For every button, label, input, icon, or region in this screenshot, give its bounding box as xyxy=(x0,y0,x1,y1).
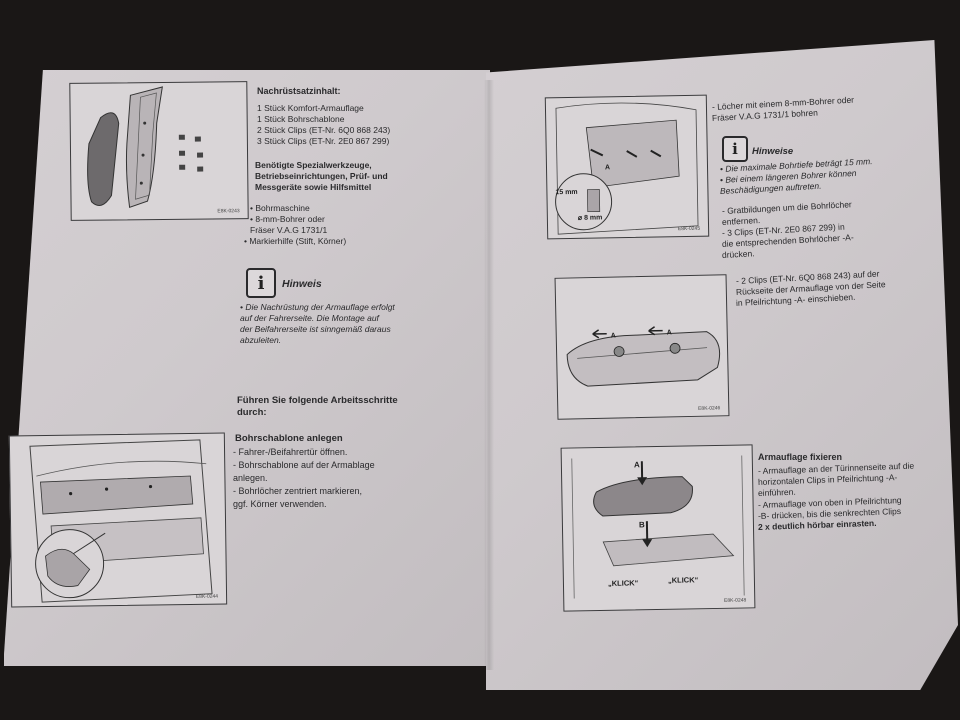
info-icon: i xyxy=(722,136,748,162)
info-icon: i xyxy=(246,268,276,298)
drill-item: ggf. Körner verwenden. xyxy=(233,499,327,509)
hinweis-title: Hinweis xyxy=(282,278,322,290)
figure-code: E8K-0243 xyxy=(217,208,240,215)
figure-code: E8K-0244 xyxy=(195,593,219,600)
depth-label: 15 mm xyxy=(555,189,577,196)
figure-code: E8K-0245 xyxy=(677,225,701,233)
figure-code: E8K-0248 xyxy=(723,597,747,604)
hinweise-title: Hinweise xyxy=(752,146,794,157)
fix-item: einführen. xyxy=(757,486,796,498)
page-fold xyxy=(484,80,494,670)
hinweis-text: abzuleiten. xyxy=(240,335,282,345)
drill-item: - Fahrer-/Beifahrertür öffnen. xyxy=(233,447,348,457)
tools-heading: Benötigte Spezialwerkzeuge, xyxy=(255,160,372,170)
drill-item: - Bohrlöcher zentriert markieren, xyxy=(233,486,363,496)
kit-contents-figure: E8K-0243 xyxy=(69,81,249,221)
drill-holes-figure: 15 mm ⌀ 8 mm A E8K-0245 xyxy=(544,94,710,240)
fix-armrest-figure: A B „KLICK“ „KLICK“ E8K-0248 xyxy=(560,444,756,612)
tools-heading: Messgeräte sowie Hilfsmittel xyxy=(255,182,372,192)
fix-heading: Armauflage fixieren xyxy=(758,452,843,462)
kit-item: 3 Stück Clips (ET-Nr. 2E0 867 299) xyxy=(257,136,390,146)
kit-illustration xyxy=(87,86,204,208)
drill-item: anlegen. xyxy=(233,473,268,483)
arrow-label: A xyxy=(667,329,672,336)
fix-armrest-illustration: A B „KLICK“ „KLICK“ xyxy=(571,455,745,599)
deburr-item: drücken. xyxy=(721,248,755,260)
clips-figure: A A E8K-0246 xyxy=(554,274,730,420)
arrow-label: A xyxy=(605,164,610,171)
armrest-back-illustration: A A xyxy=(566,326,721,387)
hinweis-text: • Die Nachrüstung der Armauflage erfolgt xyxy=(240,302,395,312)
hinweis-text: auf der Fahrerseite. Die Montage auf xyxy=(240,313,379,323)
drill-item: - Bohrschablone auf der Armablage xyxy=(233,460,375,470)
door-drill-illustration xyxy=(29,439,213,603)
hinweis-text: der Beifahrerseite ist sinngemäß daraus xyxy=(240,324,391,334)
arrow-label: A xyxy=(611,333,616,340)
diameter-label: ⌀ 8 mm xyxy=(578,214,603,221)
kit-heading: Nachrüstsatzinhalt: xyxy=(257,86,341,96)
kit-item: 2 Stück Clips (ET-Nr. 6Q0 868 243) xyxy=(257,125,391,135)
drill-heading: Bohrschablone anlegen xyxy=(235,433,343,444)
steps-heading: Führen Sie folgende Arbeitsschritte xyxy=(237,395,398,406)
tools-item: • Markierhilfe (Stift, Körner) xyxy=(244,236,347,246)
klick-label: „KLICK“ xyxy=(608,578,639,588)
klick-label: „KLICK“ xyxy=(668,575,699,585)
hole-drill-illustration: 15 mm ⌀ 8 mm A xyxy=(555,102,699,235)
kit-item: 1 Stück Komfort-Armauflage xyxy=(257,103,364,113)
tools-item: • Bohrmaschine xyxy=(250,203,310,213)
arrow-a-label: A xyxy=(634,460,640,469)
arrow-b-label: B xyxy=(639,520,645,529)
tools-item: Fräser V.A.G 1731/1 xyxy=(250,225,328,235)
drill-template-figure: E8K-0244 xyxy=(8,432,228,608)
tools-heading: Betriebseinrichtungen, Prüf- und xyxy=(255,171,388,181)
steps-heading: durch: xyxy=(237,407,267,418)
kit-item: 1 Stück Bohrschablone xyxy=(257,114,345,124)
tools-item: • 8-mm-Bohrer oder xyxy=(250,214,325,224)
figure-code: E8K-0246 xyxy=(697,405,721,412)
